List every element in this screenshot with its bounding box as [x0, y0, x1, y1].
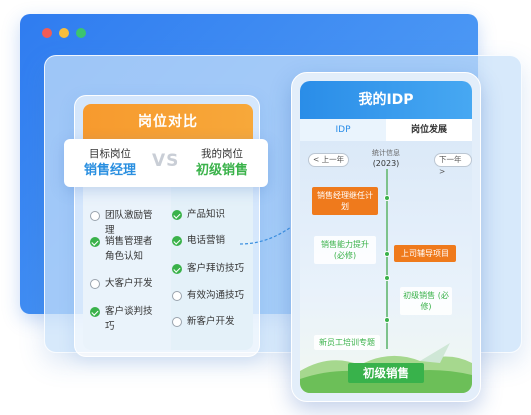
idp-title: 我的IDP	[300, 81, 472, 119]
check-circle-icon	[172, 210, 182, 220]
skill-item[interactable]: 客户拜访技巧	[172, 261, 244, 276]
milestone-junior-sales-required[interactable]: 初级销售 (必修)	[400, 287, 452, 315]
idp-tabs: IDP 岗位发展	[300, 119, 472, 141]
skill-item[interactable]: 销售管理者角色认知	[90, 234, 160, 264]
milestone-manager-coaching[interactable]: 上司辅导项目	[394, 245, 456, 262]
comparison-title: 岗位对比	[83, 104, 253, 140]
skill-label: 客户拜访技巧	[187, 263, 245, 274]
vs-label: VS	[152, 151, 180, 171]
skill-label: 销售管理者角色认知	[105, 236, 153, 262]
timeline-node	[384, 275, 390, 281]
skill-item[interactable]: 新客户开发	[172, 314, 235, 329]
skill-item[interactable]: 有效沟通技巧	[172, 288, 244, 303]
skill-label: 大客户开发	[105, 278, 153, 289]
current-position-value: 初级销售	[195, 163, 248, 178]
unchecked-circle-icon	[90, 279, 100, 289]
milestone-succession-plan[interactable]: 销售经理继任计划	[312, 187, 378, 215]
timeline-node	[384, 317, 390, 323]
check-circle-icon	[172, 236, 182, 246]
position-vs-bar: 目标岗位 销售经理 VS 我的岗位 初级销售	[64, 139, 268, 187]
unchecked-circle-icon	[172, 291, 182, 301]
phone-mockup: 我的IDP IDP 岗位发展 < 上一年 统计信息 (2023) 下一年 > 销…	[291, 72, 481, 402]
target-position-label: 目标岗位	[89, 148, 131, 160]
milestone-new-hire-training[interactable]: 新员工培训专题	[314, 335, 380, 350]
timeline-node	[384, 195, 390, 201]
tab-career-development[interactable]: 岗位发展	[410, 125, 447, 135]
unchecked-circle-icon	[172, 317, 182, 327]
stats-year: (2023)	[372, 159, 400, 168]
skill-item[interactable]: 大客户开发	[90, 276, 160, 291]
previous-year-button[interactable]: < 上一年	[308, 153, 350, 167]
current-position[interactable]: 我的岗位 初级销售	[182, 147, 262, 181]
skill-label: 团队激励管理	[105, 210, 153, 236]
milestone-sales-ability[interactable]: 销售能力提升 (必修)	[314, 236, 376, 264]
career-path-area: < 上一年 统计信息 (2023) 下一年 > 销售经理继任计划 销售能力提升 …	[300, 141, 472, 393]
window-minimize-dot[interactable]	[59, 28, 69, 38]
current-position-label: 我的岗位	[201, 148, 243, 160]
skill-item[interactable]: 客户谈判技巧	[90, 304, 160, 334]
check-circle-icon	[172, 264, 182, 274]
skill-label: 电话营销	[187, 235, 226, 246]
skill-label: 客户谈判技巧	[105, 306, 153, 332]
next-year-button[interactable]: 下一年 >	[434, 153, 472, 176]
phone-screen: 我的IDP IDP 岗位发展 < 上一年 统计信息 (2023) 下一年 > 销…	[300, 81, 472, 393]
check-circle-icon	[90, 237, 100, 247]
skill-item[interactable]: 团队激励管理	[90, 208, 160, 238]
window-close-dot[interactable]	[42, 28, 52, 38]
skill-label: 有效沟通技巧	[187, 290, 245, 301]
unchecked-circle-icon	[90, 211, 100, 221]
target-position-value: 销售经理	[83, 163, 136, 178]
target-position[interactable]: 目标岗位 销售经理	[70, 147, 150, 181]
timeline-node	[384, 251, 390, 257]
skill-item[interactable]: 电话营销	[172, 233, 225, 248]
timeline-line	[386, 169, 388, 349]
skill-label: 新客户开发	[187, 316, 235, 327]
window-maximize-dot[interactable]	[76, 28, 86, 38]
final-position-badge: 初级销售	[348, 363, 424, 383]
skill-item[interactable]: 产品知识	[172, 207, 225, 222]
skill-label: 产品知识	[187, 209, 226, 220]
tab-idp[interactable]: IDP	[300, 119, 386, 141]
stats-label: 统计信息	[372, 149, 400, 157]
check-circle-icon	[90, 307, 100, 317]
